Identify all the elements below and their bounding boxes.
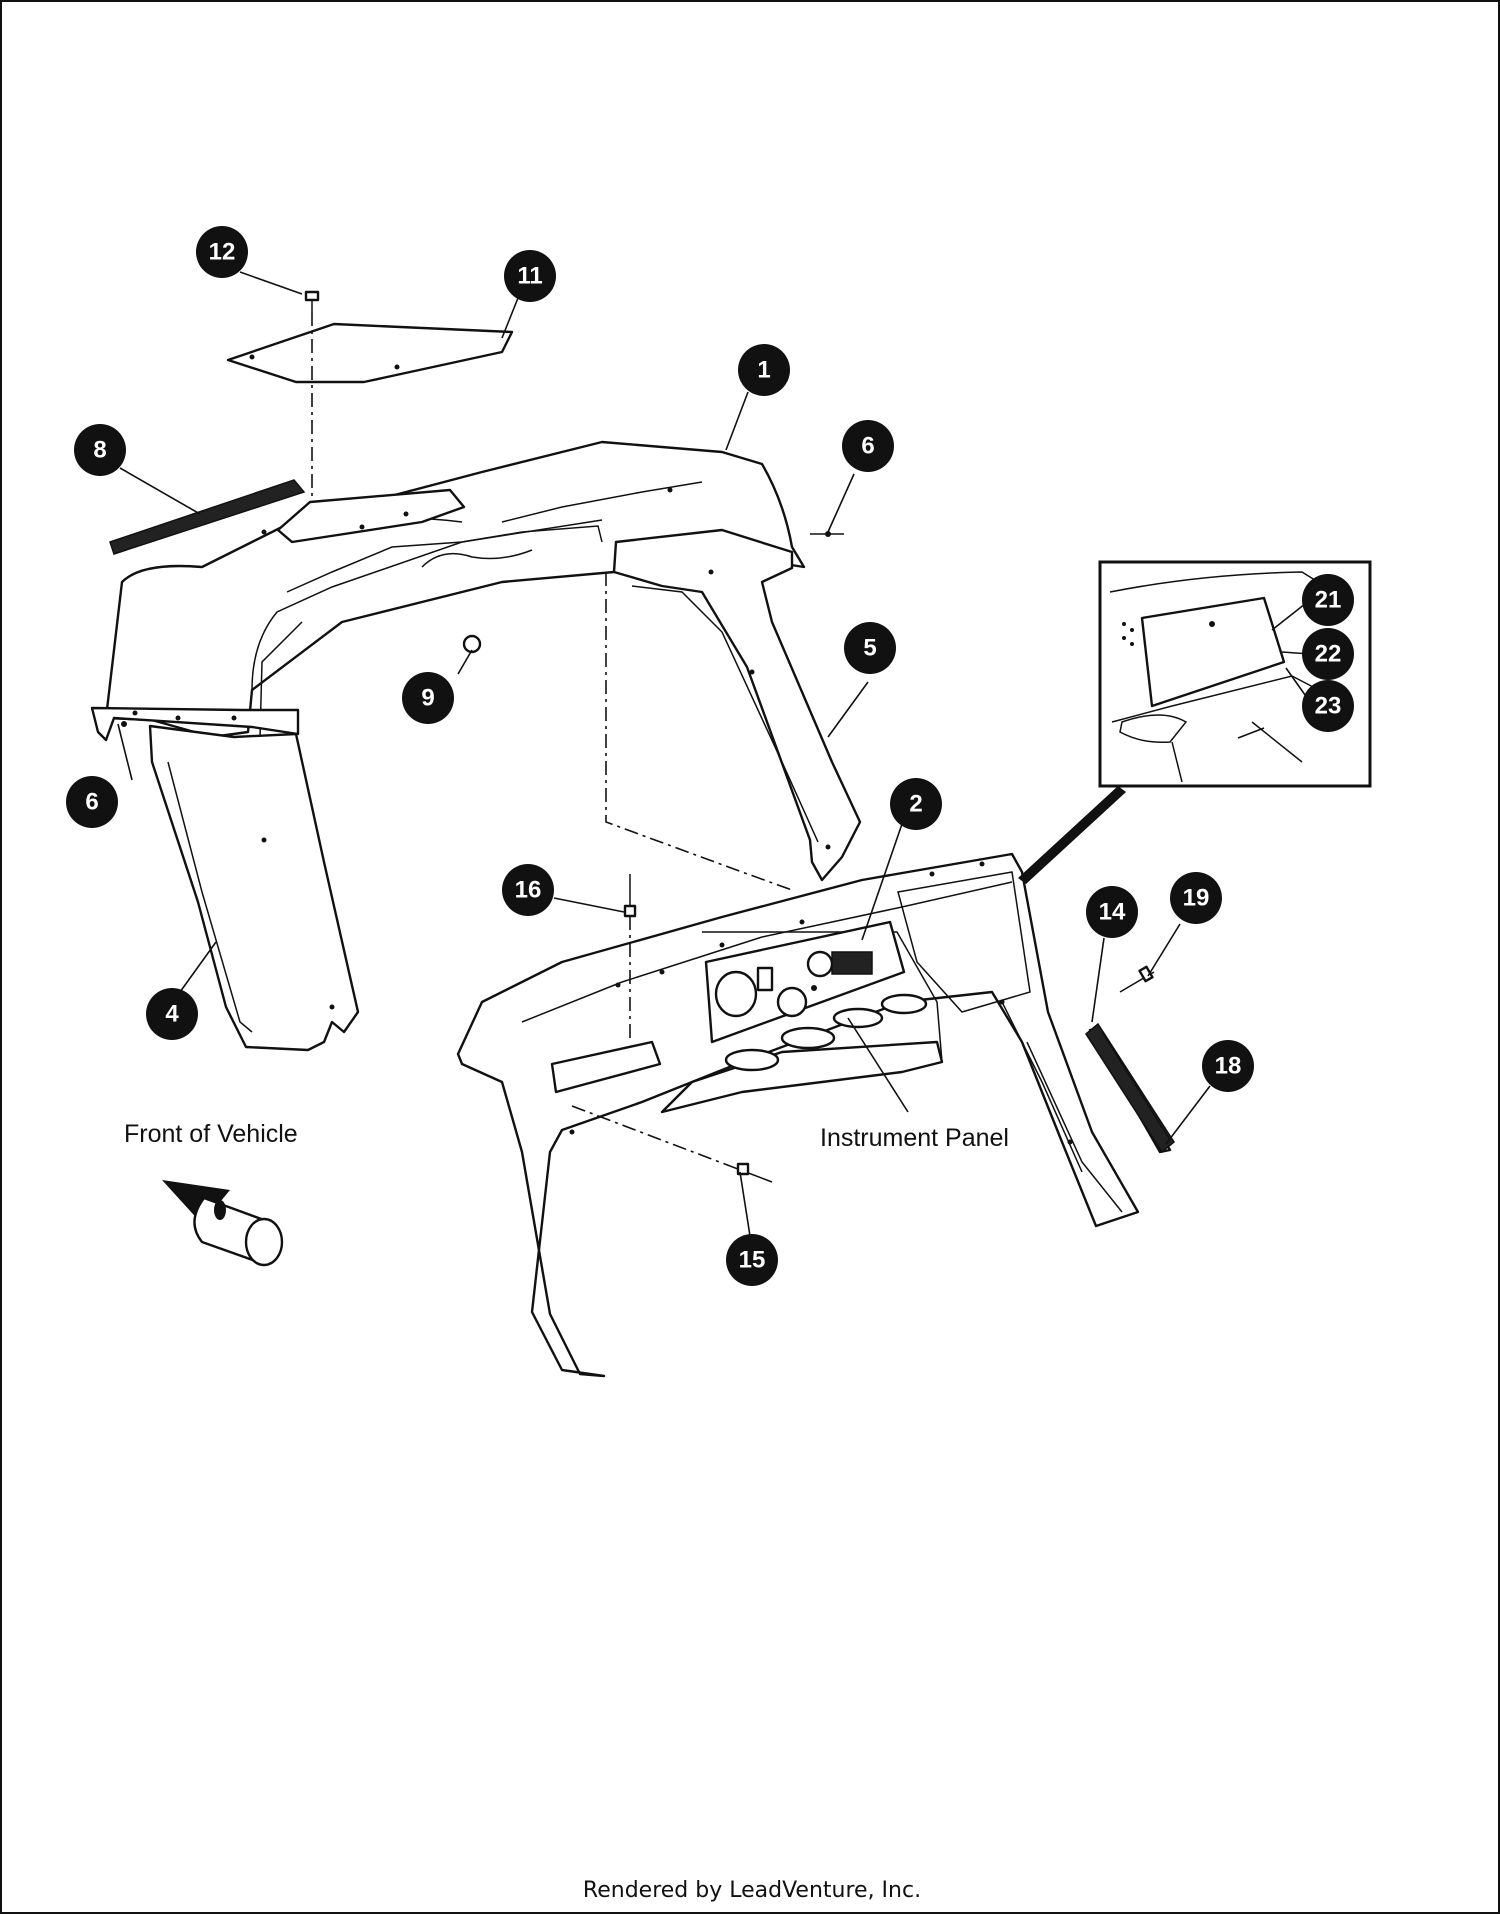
footer-credit: Rendered by LeadVenture, Inc.	[583, 1878, 921, 1903]
part-12-screw[interactable]	[304, 290, 320, 312]
callout-21[interactable]: 21	[1302, 574, 1354, 626]
callout-19[interactable]: 19	[1170, 872, 1222, 924]
part-18-trim-strip[interactable]	[1085, 1022, 1175, 1154]
part-8-weather-strip[interactable]	[109, 479, 306, 555]
part-15-screw[interactable]	[729, 1162, 773, 1183]
callout-22[interactable]: 22	[1302, 628, 1354, 680]
part-19-screw[interactable]	[1119, 965, 1155, 993]
callout-label: 6	[85, 789, 98, 816]
part-1-front-cowl[interactable]	[90, 440, 806, 742]
callout-15[interactable]: 15	[726, 1234, 778, 1286]
leader-lines	[117, 271, 1311, 1237]
callout-label: 16	[515, 877, 542, 904]
callout-label: 22	[1315, 641, 1342, 668]
assembly-line-15	[571, 1105, 731, 1167]
callout-label: 2	[909, 791, 922, 818]
callout-label: 18	[1215, 1053, 1242, 1080]
instrument-panel-label: Instrument Panel	[820, 1124, 1009, 1152]
callout-9[interactable]: 9	[402, 672, 454, 724]
callout-label: 15	[739, 1247, 766, 1274]
callout-label: 21	[1315, 587, 1342, 614]
callout-8[interactable]: 8	[74, 424, 126, 476]
inset-pointer	[1018, 786, 1126, 884]
callout-label: 8	[93, 437, 106, 464]
callout-6-right[interactable]: 6	[842, 420, 894, 472]
callout-6-left[interactable]: 6	[66, 776, 118, 828]
part-11-cover-plate[interactable]	[226, 322, 514, 384]
part-5-right-fender[interactable]	[612, 528, 862, 882]
callout-label: 23	[1315, 693, 1342, 720]
front-of-vehicle-label: Front of Vehicle	[124, 1120, 298, 1148]
part-9-push-nut[interactable]	[462, 634, 482, 654]
part-2-dash-assembly[interactable]	[456, 852, 1140, 1378]
callout-1[interactable]: 1	[738, 344, 790, 396]
callout-label: 11	[517, 263, 542, 290]
callout-12[interactable]: 12	[196, 226, 248, 278]
callout-label: 19	[1183, 885, 1210, 912]
callout-18[interactable]: 18	[1202, 1040, 1254, 1092]
callout-label: 12	[209, 239, 236, 266]
callout-label: 4	[165, 1001, 179, 1028]
callout-23[interactable]: 23	[1302, 680, 1354, 732]
callout-label: 14	[1099, 899, 1126, 926]
part-4-left-fender[interactable]	[148, 724, 360, 1052]
part-6-fastener-left[interactable]	[121, 721, 127, 727]
callout-14[interactable]: 14	[1086, 886, 1138, 938]
part-6-fastener-right[interactable]	[810, 531, 844, 537]
callout-5[interactable]: 5	[844, 622, 896, 674]
callout-4[interactable]: 4	[146, 988, 198, 1040]
front-of-vehicle-arrow-icon	[162, 1180, 284, 1267]
part-16-screw[interactable]	[623, 874, 637, 918]
callout-label: 9	[421, 685, 434, 712]
callout-2[interactable]: 2	[890, 778, 942, 830]
callout-label: 6	[861, 433, 874, 460]
callout-11[interactable]: 11	[504, 250, 556, 302]
callout-label: 5	[863, 635, 876, 662]
instrument-cluster[interactable]	[704, 920, 928, 1072]
callout-label: 1	[757, 357, 770, 384]
callout-16[interactable]: 16	[502, 864, 554, 916]
